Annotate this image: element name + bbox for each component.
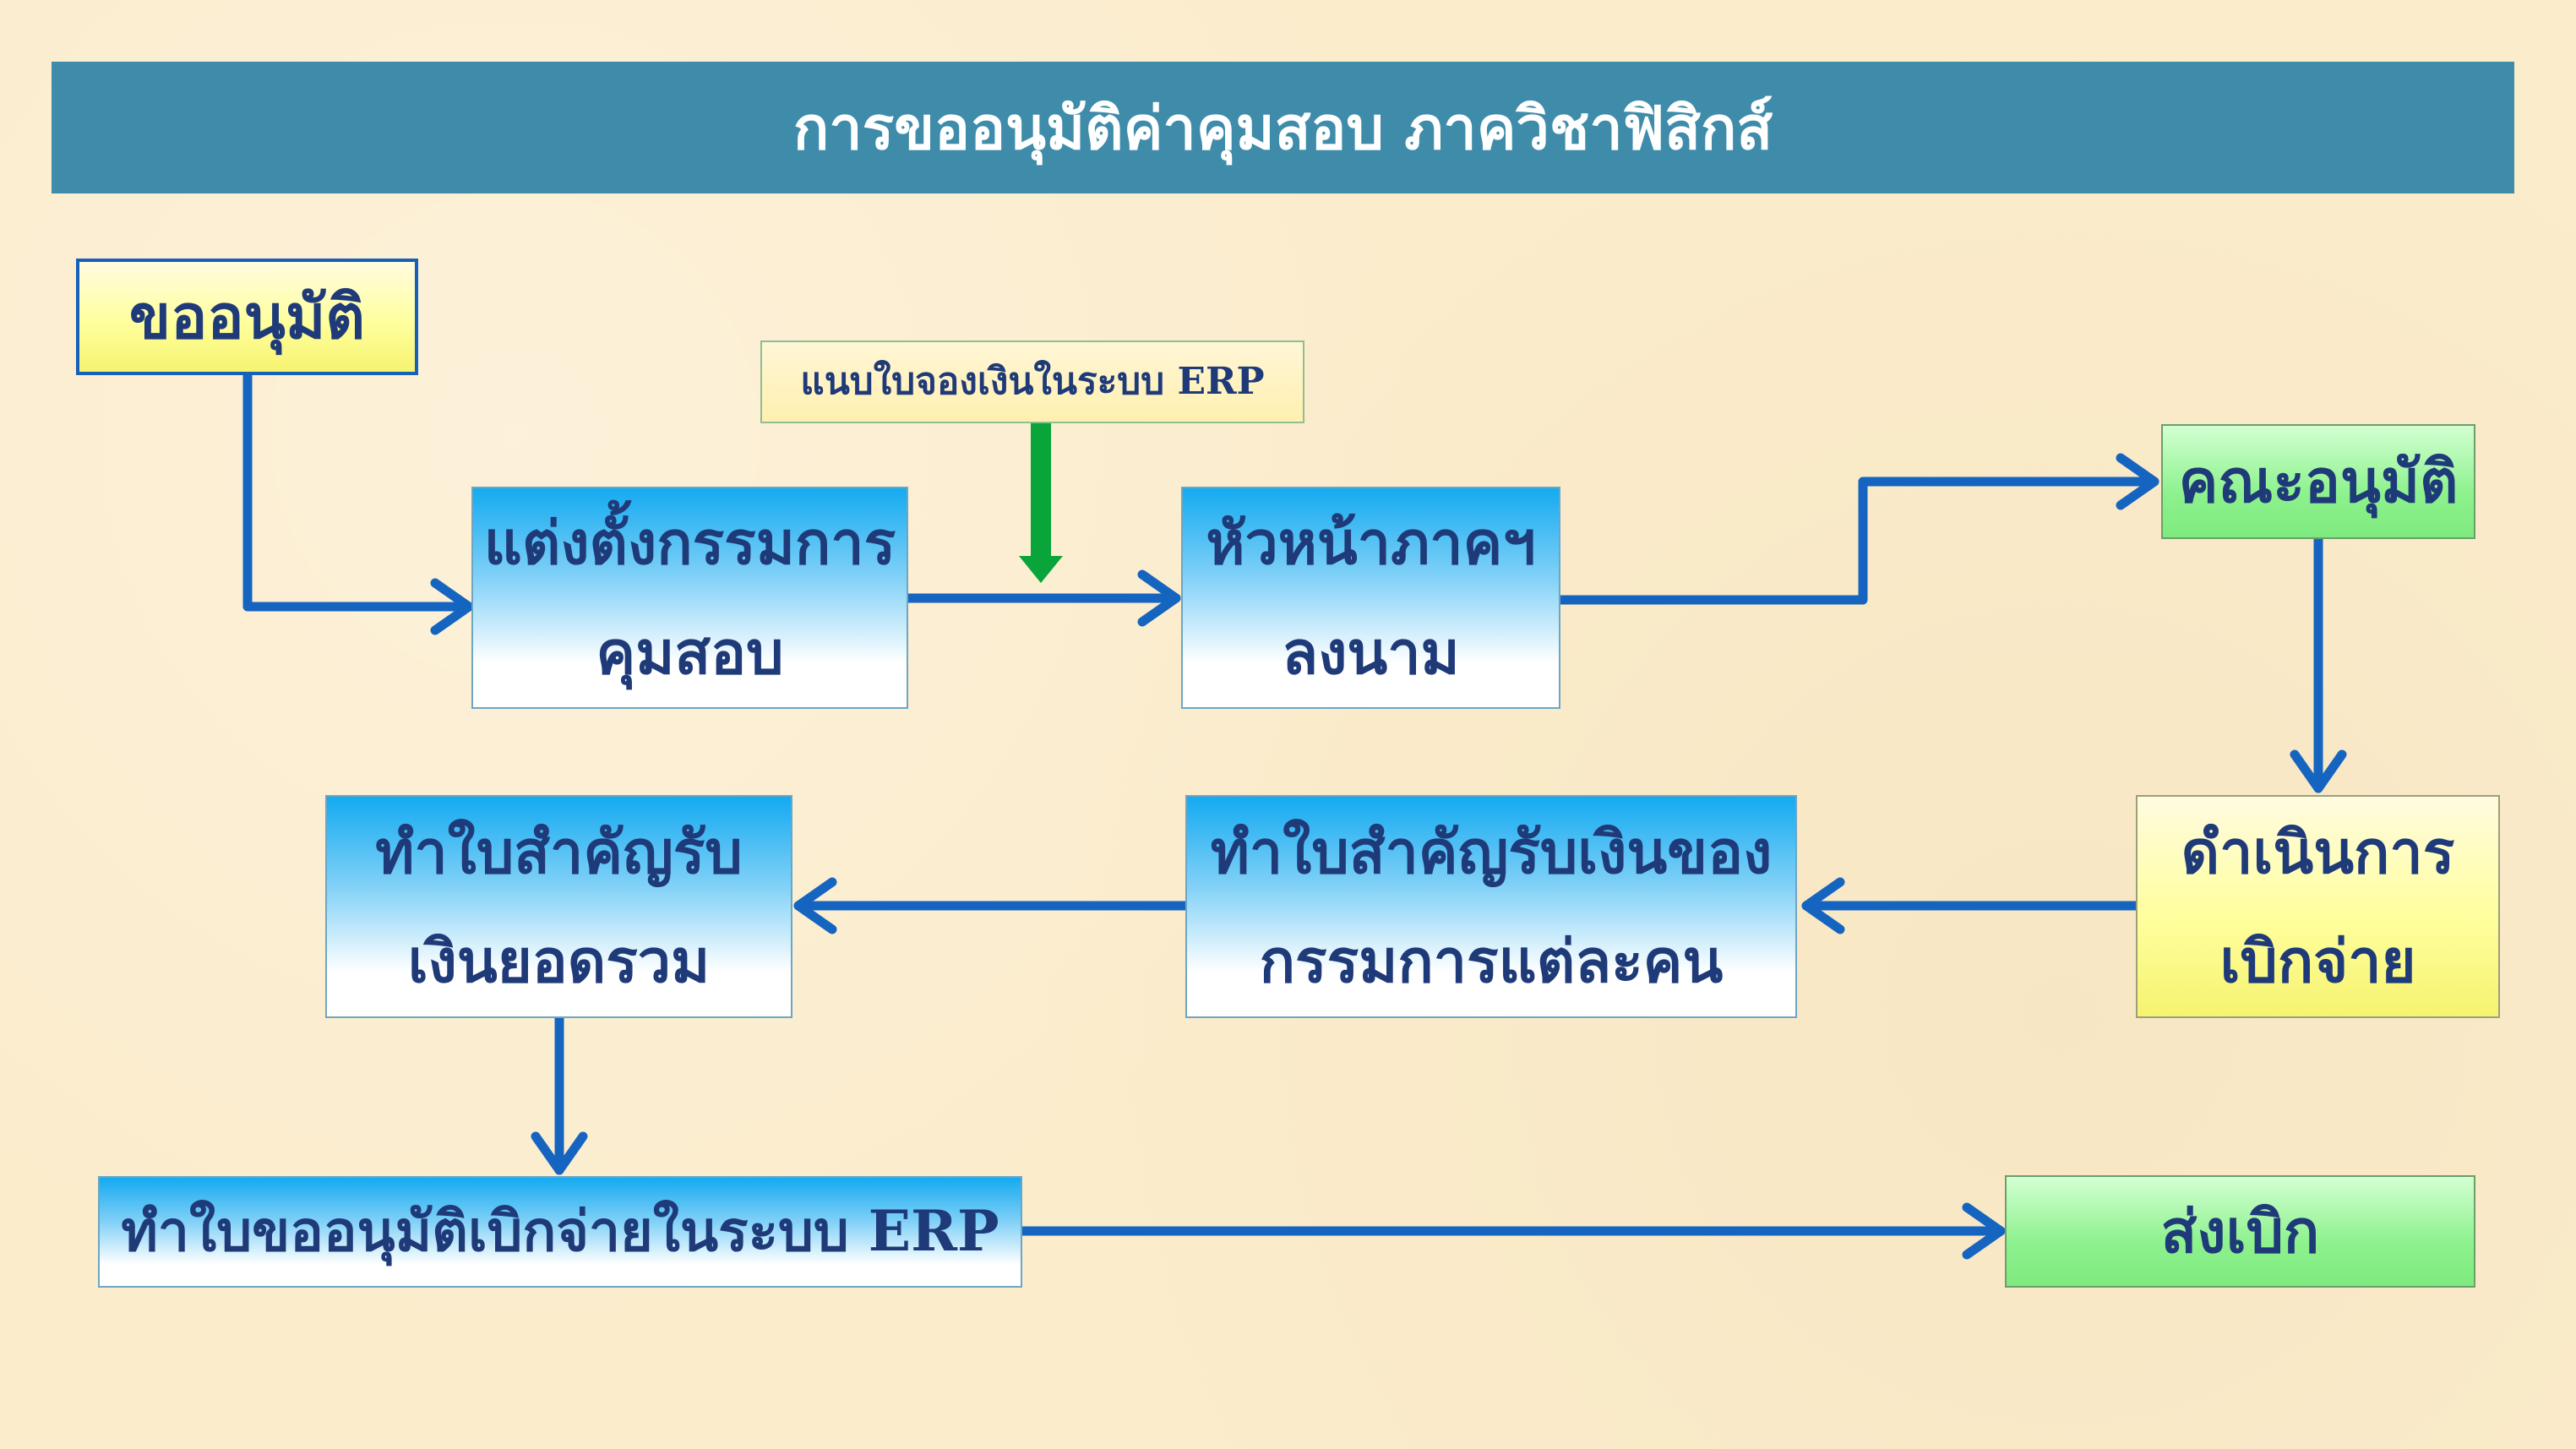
arrowhead-receipt-each [1801, 877, 1845, 934]
attach-arrow [1019, 421, 1063, 583]
step-receipt-each: ทำใบสำคัญรับเงินของ กรรมการแต่ละคน [1185, 795, 1797, 1018]
step-proceed: ดำเนินการ เบิกจ่าย [2136, 795, 2500, 1018]
attach-note: แนบใบจองเงินในระบบ ERP [760, 340, 1304, 423]
step-receipt-total: ทำใบสำคัญรับ เงินยอดรวม [325, 795, 792, 1018]
step-appoint-line1: แต่งตั้งกรรมการ [483, 508, 896, 578]
arrowhead-committee [2116, 453, 2159, 510]
arrow-request-to-appoint [242, 371, 474, 612]
arrowhead-request [430, 578, 474, 635]
step-receipt-each-line1: ทำใบสำคัญรับเงินของ [1210, 816, 1773, 887]
step-committee-label: คณะอนุมัติ [2178, 446, 2459, 517]
arrowhead-head [1137, 569, 1181, 627]
arrowhead-receipt-total [793, 877, 837, 934]
attach-note-label: แนบใบจองเงินในระบบ ERP [800, 359, 1265, 403]
step-head-line2: ลงนาม [1282, 617, 1460, 688]
step-proceed-line2: เบิกจ่าย [2219, 926, 2416, 996]
step-request: ขออนุมัติ [76, 259, 418, 375]
step-head-sign: หัวหน้าภาคฯ ลงนาม [1181, 487, 1560, 709]
step-submit-label: ส่งเบิก [2160, 1196, 2320, 1267]
step-erp-request-label: ทำใบขออนุมัติเบิกจ่ายในระบบ ERP [121, 1198, 999, 1265]
step-request-label: ขออนุมัติ [128, 281, 366, 353]
step-proceed-line1: ดำเนินการ [2181, 816, 2455, 887]
arrowhead-submit [1962, 1202, 2006, 1260]
step-committee: คณะอนุมัติ [2161, 424, 2475, 539]
arrowhead-erp [531, 1131, 588, 1175]
step-appoint: แต่งตั้งกรรมการ คุมสอบ [471, 487, 908, 709]
step-appoint-line2: คุมสอบ [596, 617, 784, 688]
step-receipt-total-line2: เงินยอดรวม [407, 926, 711, 996]
page-title: การขออนุมัติค่าคุมสอบ ภาควิชาฟิสิกส์ [52, 62, 2514, 193]
step-receipt-each-line2: กรรมการแต่ละคน [1259, 926, 1724, 996]
arrow-head-to-committee [1555, 477, 2159, 605]
step-erp-request: ทำใบขออนุมัติเบิกจ่ายในระบบ ERP [98, 1176, 1022, 1288]
step-head-line1: หัวหน้าภาคฯ [1206, 508, 1536, 578]
step-receipt-total-line1: ทำใบสำคัญรับ [375, 816, 743, 887]
arrowhead-proceed [2290, 749, 2347, 793]
step-submit: ส่งเบิก [2005, 1175, 2475, 1288]
title-text: การขออนุมัติค่าคุมสอบ ภาควิชาฟิสิกส์ [792, 93, 1773, 163]
